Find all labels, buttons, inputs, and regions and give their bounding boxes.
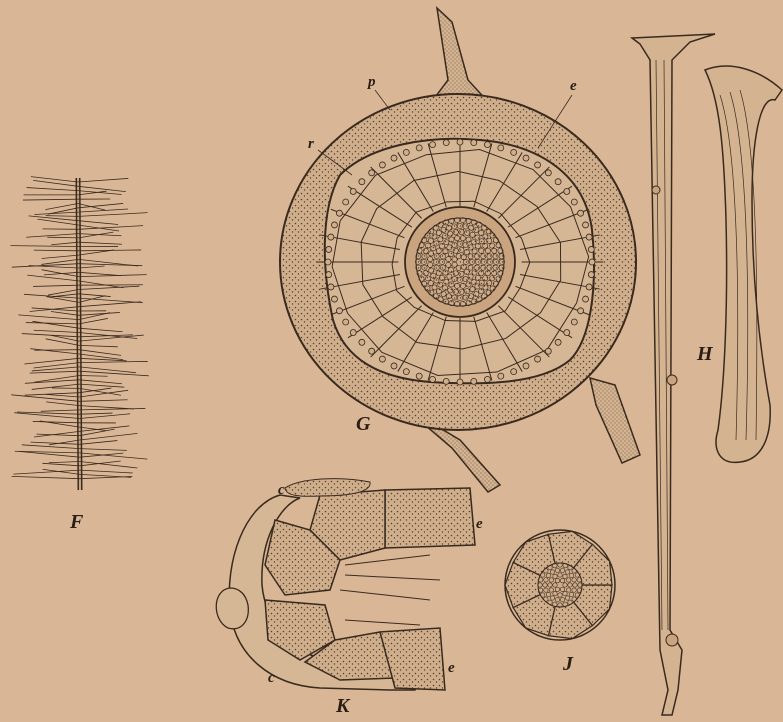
lateral-root-bottom-right — [590, 378, 640, 463]
label-figure-h: H — [696, 343, 714, 365]
figure-k-tissue-section — [216, 479, 475, 690]
label-figure-k: K — [335, 695, 351, 717]
figure-j-small-cross-section — [505, 530, 615, 640]
label-r: r — [308, 136, 314, 152]
figure-f-root-hairs — [10, 177, 148, 490]
stele-inner — [416, 218, 504, 306]
label-figure-j: J — [562, 653, 574, 675]
label-figure-f: F — [69, 511, 84, 533]
j-core — [538, 563, 582, 607]
label-figure-g: G — [356, 413, 371, 435]
outer-lobe — [216, 588, 248, 629]
label-c-bottom: c — [268, 670, 275, 686]
figure-g-root-cross-section — [280, 8, 640, 492]
large-cell-top-right — [385, 488, 475, 548]
label-e-g: e — [570, 78, 577, 94]
label-e-k-top: e — [476, 516, 483, 532]
label-p: p — [366, 74, 376, 90]
lateral-root-bottom-left — [425, 425, 500, 492]
lateral-root-top — [430, 8, 490, 104]
curved-cell-right — [705, 66, 782, 462]
label-c-top: c — [278, 482, 285, 498]
long-cell-left — [632, 34, 715, 715]
figure-h-elongated-cells — [632, 34, 782, 715]
label-e-k-bottom: e — [448, 660, 455, 676]
